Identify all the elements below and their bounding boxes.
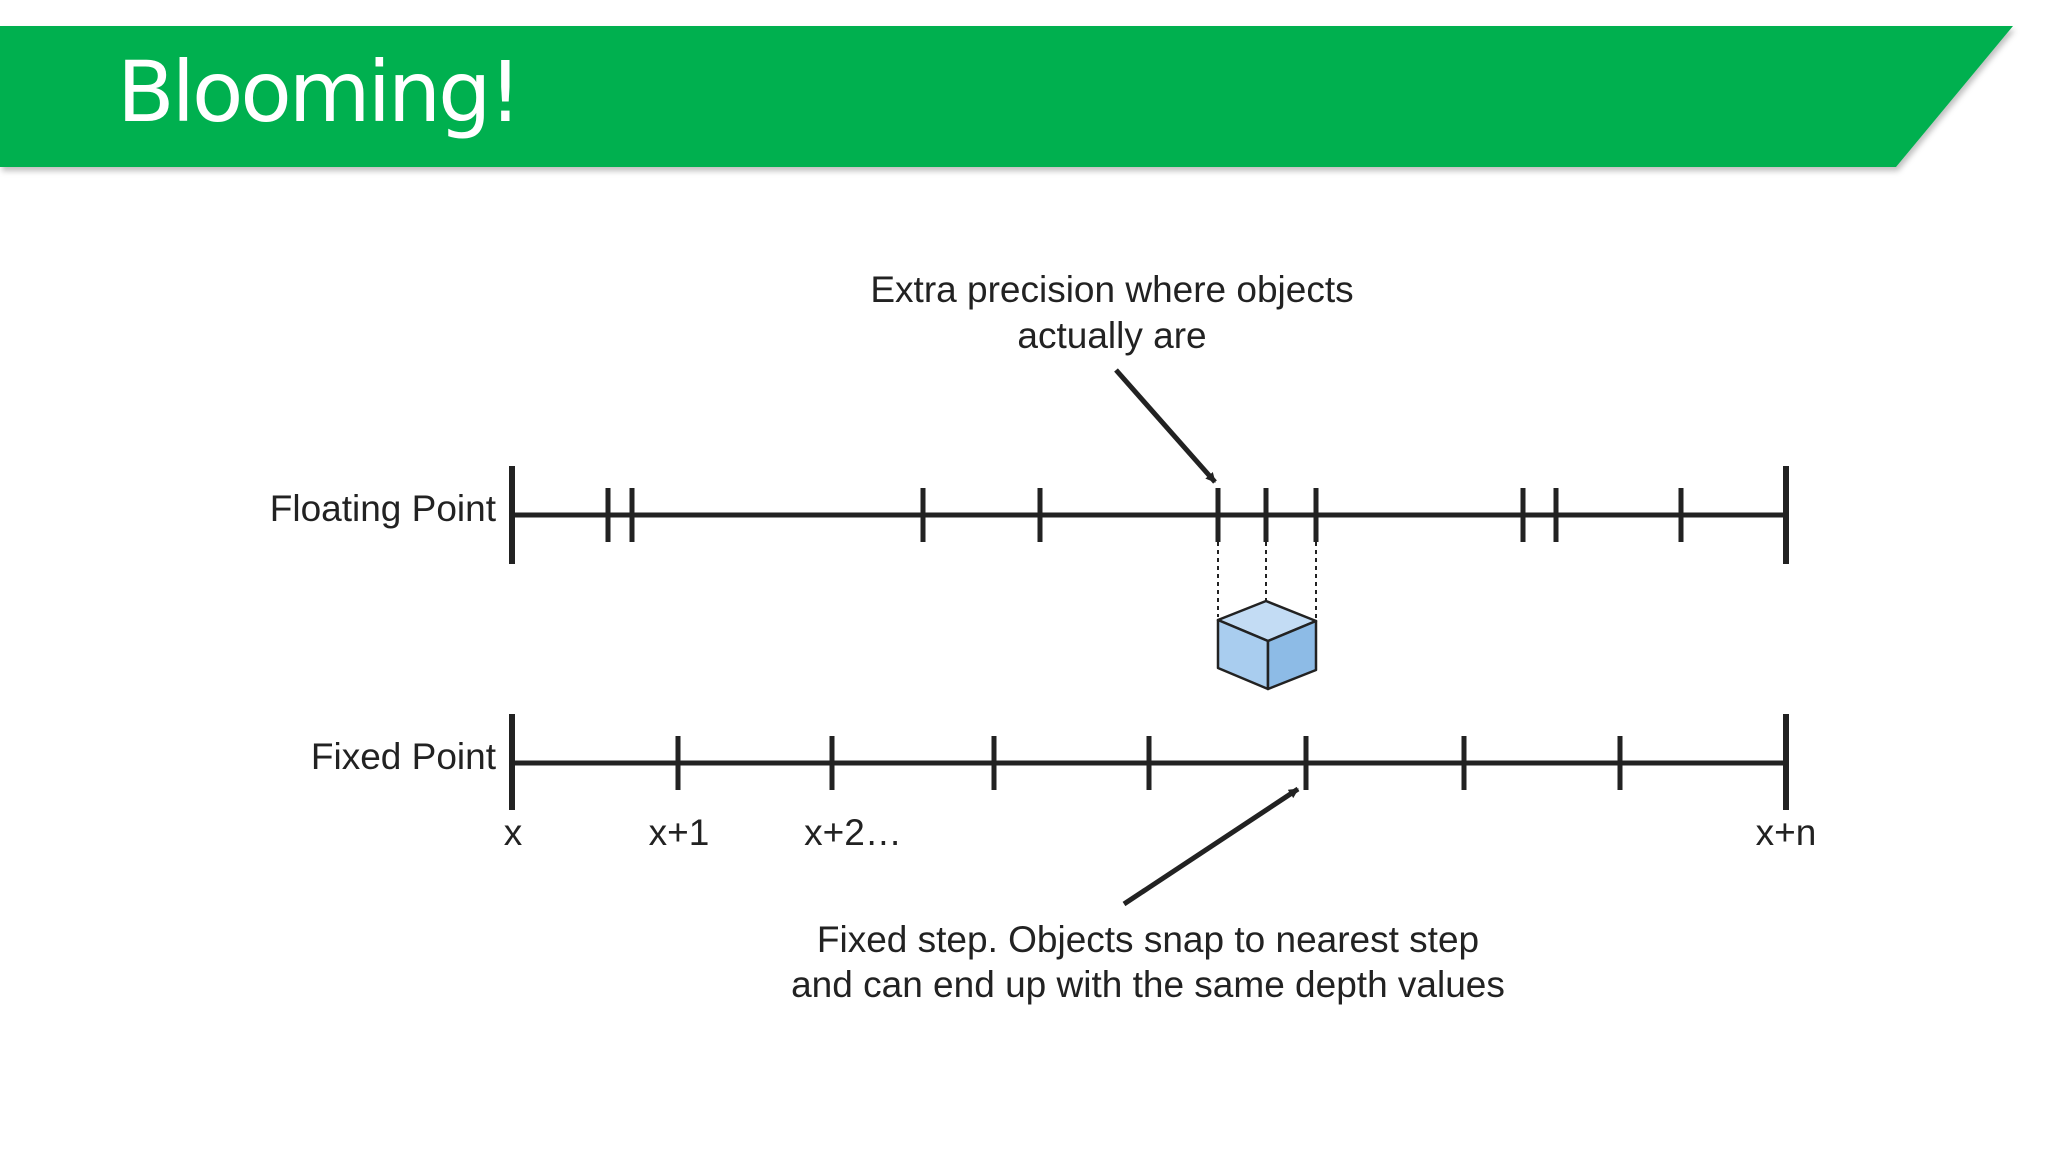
slide-title: Blooming! — [117, 43, 522, 141]
fixed-point-axis — [509, 714, 1789, 810]
cube-icon — [1216, 599, 1318, 691]
axis-label-x: x — [504, 812, 523, 853]
axis-label-x-plus-2: x+2… — [804, 812, 902, 853]
floating-point-label: Floating Point — [270, 488, 497, 529]
top-annotation-line-1: Extra precision where objects — [870, 269, 1353, 310]
cube-side-face — [1266, 619, 1318, 691]
title-banner — [0, 26, 2013, 167]
axis-label-x-plus-n: x+n — [1756, 812, 1817, 853]
axis-label-x-plus-1: x+1 — [649, 812, 710, 853]
projection-lines — [1217, 542, 1317, 620]
floating-point-axis — [509, 466, 1789, 564]
precision-arrow — [1114, 368, 1217, 484]
fixed-point-label: Fixed Point — [311, 736, 497, 777]
bottom-annotation-line-2: and can end up with the same depth value… — [791, 964, 1505, 1005]
fixed-step-arrow — [1122, 786, 1300, 907]
top-annotation-line-2: actually are — [1017, 315, 1206, 356]
title-banner-shape — [0, 26, 2013, 167]
bottom-annotation-line-1: Fixed step. Objects snap to nearest step — [817, 919, 1479, 960]
